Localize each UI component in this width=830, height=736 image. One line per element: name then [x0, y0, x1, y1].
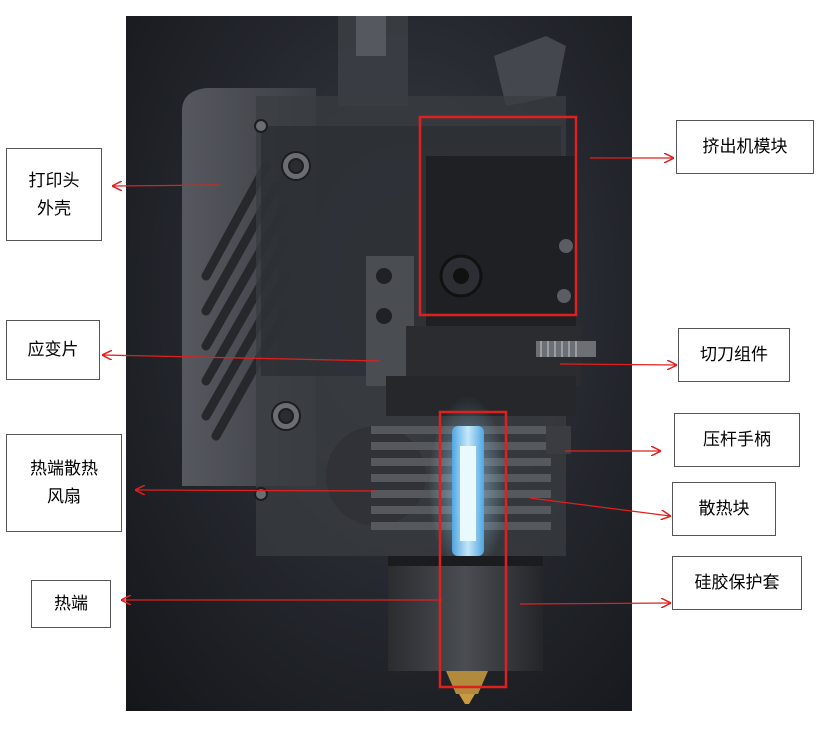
arrow-hotend-fan: [136, 490, 376, 491]
arrow-strain-gauge: [103, 355, 381, 362]
arrow-cutter-assembly: [559, 364, 676, 365]
label-heat-sink: 散热块: [672, 482, 776, 536]
label-extruder-module: 挤出机模块: [676, 120, 814, 174]
arrow-silicone-sock: [519, 603, 670, 604]
label-lever-handle: 压杆手柄: [674, 413, 800, 467]
hotend-highlight-box: [438, 410, 508, 689]
printhead-illustration: [182, 16, 596, 704]
label-hotend: 热端: [31, 580, 111, 628]
label-hotend-fan: 热端散热 风扇: [6, 434, 122, 532]
extruder-highlight-box: [418, 115, 578, 317]
label-strain-gauge: 应变片: [6, 320, 100, 380]
arrow-printhead-housing: [113, 185, 221, 186]
label-silicone-sock: 硅胶保护套: [672, 556, 802, 610]
printhead-photo: [126, 16, 632, 711]
arrow-heat-sink: [529, 497, 670, 516]
label-printhead-housing: 打印头 外壳: [6, 148, 102, 241]
label-cutter-assembly: 切刀组件: [678, 328, 790, 382]
